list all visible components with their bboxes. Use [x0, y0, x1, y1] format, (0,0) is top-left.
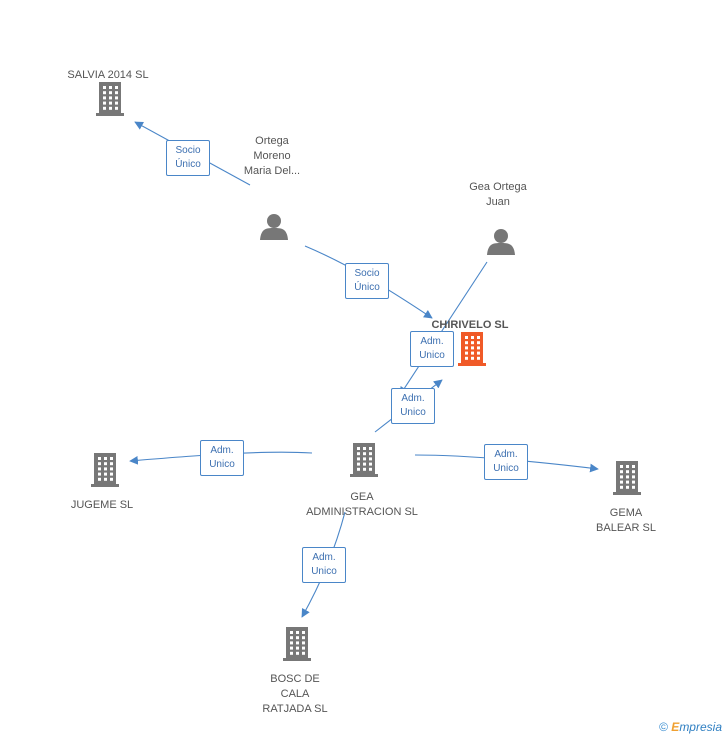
person-name[interactable]: Ortega Moreno Maria Del...: [243, 135, 301, 177]
company-name[interactable]: SALVIA 2014 SL: [67, 69, 149, 81]
building-icon[interactable]: [350, 443, 378, 477]
building-icon[interactable]: [613, 461, 641, 495]
footer-brand[interactable]: © Empresia: [659, 720, 722, 734]
edge-label[interactable]: Adm. Unico: [410, 331, 454, 367]
edge-label[interactable]: Adm. Unico: [302, 547, 346, 583]
building-icon[interactable]: [458, 332, 486, 366]
building-icon[interactable]: [96, 82, 124, 116]
brand-name: mpresia: [679, 720, 722, 734]
icons-layer: [91, 82, 641, 661]
edge-line: [399, 261, 488, 396]
edge-label[interactable]: Adm. Unico: [484, 444, 528, 480]
brand-logo-letter: E: [671, 720, 680, 734]
edge-label[interactable]: Adm. Unico: [391, 388, 435, 424]
edge-label[interactable]: Socio Único: [345, 263, 389, 299]
company-name[interactable]: GEA ADMINISTRACION SL: [306, 491, 418, 518]
company-name[interactable]: BOSC DE CALA RATJADA SL: [262, 673, 328, 715]
building-icon[interactable]: [91, 453, 119, 487]
person-name[interactable]: Gea Ortega Juan: [469, 181, 527, 208]
edge-label[interactable]: Adm. Unico: [200, 440, 244, 476]
building-icon[interactable]: [283, 627, 311, 661]
company-name[interactable]: CHIRIVELO SL: [431, 319, 509, 331]
person-icon[interactable]: [260, 214, 288, 240]
company-name[interactable]: GEMA BALEAR SL: [596, 507, 656, 534]
company-name[interactable]: JUGEME SL: [70, 499, 134, 511]
copyright-symbol: ©: [659, 720, 668, 734]
person-icon[interactable]: [487, 229, 515, 255]
edge-label[interactable]: Socio Único: [166, 140, 210, 176]
